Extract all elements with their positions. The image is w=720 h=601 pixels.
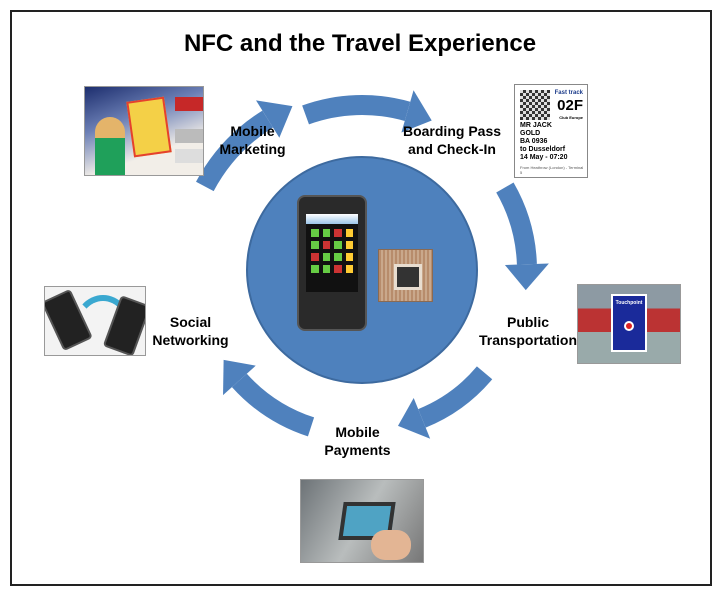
date-time: 14 May - 07:20 — [520, 154, 568, 161]
smartphone-icon — [297, 195, 367, 331]
stage-label-social-networking: Social Networking — [143, 313, 238, 349]
flight-number: BA 0936 — [520, 138, 548, 145]
stage-label-mobile-payments: Mobile Payments — [310, 423, 405, 459]
arrow-shaft — [496, 182, 537, 265]
mobile-marketing-image — [84, 86, 204, 176]
diagram-title: NFC and the Travel Experience — [183, 30, 537, 57]
fast-track-text: Fast track — [554, 90, 583, 96]
arrow-head — [256, 100, 293, 138]
origin-text: From Heathrow (London) - Terminal 5 — [520, 165, 584, 175]
seat-text: 02F — [557, 97, 583, 114]
stage-label-boarding-pass: Boarding Pass and Check-In — [396, 122, 508, 158]
stage-label-mobile-marketing: Mobile Marketing — [205, 122, 300, 158]
arrow-shaft — [417, 366, 493, 428]
cycle-arrow-icon — [196, 100, 293, 192]
label-line: Social — [169, 314, 212, 330]
arrow-head — [223, 359, 256, 396]
phones-sharing-image — [44, 286, 146, 356]
destination: to Dusseldorf — [520, 146, 566, 153]
label-line: Public — [506, 314, 549, 330]
label-line: Networking — [152, 332, 229, 348]
label-line: and Check-In — [408, 141, 496, 157]
touchpoint-sign-image: Touchpoint — [577, 284, 681, 364]
nfc-chip-icon — [378, 249, 433, 302]
arrow-shaft — [302, 95, 411, 125]
passenger-name: MR JACK — [520, 122, 552, 129]
qr-code-icon — [520, 90, 550, 120]
cycle-arrow-icon — [496, 182, 549, 291]
passenger-name: GOLD — [520, 130, 541, 137]
arrow-head — [397, 397, 431, 439]
arrow-shaft — [196, 110, 274, 192]
touchpoint-heading: Touchpoint — [615, 300, 643, 306]
label-line: Marketing — [219, 141, 286, 157]
arrow-head — [401, 90, 432, 133]
label-line: Mobile — [230, 123, 275, 139]
boarding-pass-image: Fast track 02F Club Europe MR JACK GOLD … — [514, 84, 588, 178]
cycle-arrow-icon — [223, 359, 315, 437]
class-text: Club Europe — [559, 115, 583, 120]
label-line: Transportation — [478, 332, 577, 348]
payment-terminal-image — [300, 479, 424, 563]
diagram-frame — [10, 10, 712, 586]
arrow-head — [504, 263, 549, 291]
cycle-arrow-icon — [302, 90, 432, 133]
arrow-shaft — [231, 373, 315, 437]
label-line: Boarding Pass — [402, 123, 502, 139]
stage-label-public-transportation: Public Transportation — [478, 313, 578, 349]
label-line: Mobile — [335, 424, 380, 440]
label-line: Payments — [324, 442, 391, 458]
cycle-arrow-icon — [397, 366, 493, 439]
